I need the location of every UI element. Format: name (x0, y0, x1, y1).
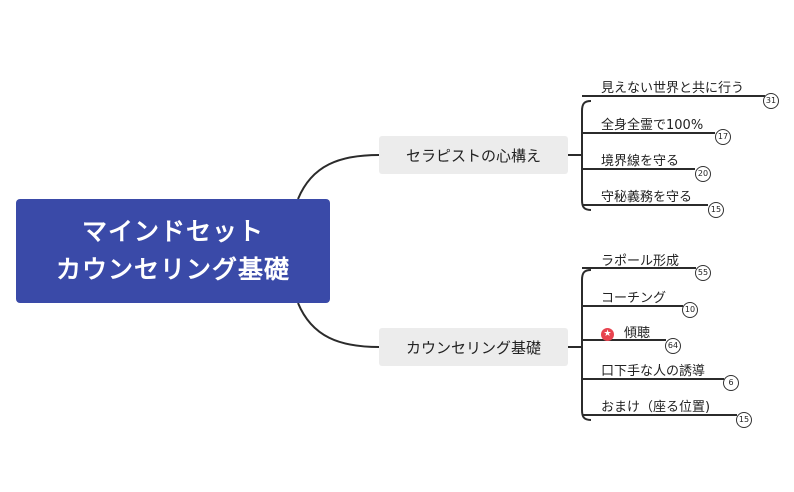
leaf-node[interactable]: ラポール形成 (601, 250, 679, 269)
connector-root-branch2 (297, 302, 380, 348)
leaf-node[interactable]: ★ 傾聴 (601, 322, 650, 341)
leaf-label: 傾聴 (624, 326, 651, 341)
count-badge: 10 (682, 302, 698, 318)
root-node[interactable]: マインドセット カウンセリング基礎 (16, 199, 330, 303)
leaf-label: おまけ（座る位置) (601, 400, 711, 415)
leaf-node[interactable]: おまけ（座る位置) (601, 396, 710, 415)
count-badge: 20 (695, 166, 711, 182)
connector-root-branch1 (297, 154, 380, 200)
count-badge: 15 (708, 202, 724, 218)
count-badge: 64 (665, 338, 681, 354)
star-icon: ★ (601, 328, 614, 341)
branch-node-2[interactable]: カウンセリング基礎 (379, 328, 568, 366)
branch-label: セラピストの心構え (405, 146, 541, 165)
branch-node-1[interactable]: セラピストの心構え (379, 136, 568, 174)
bracket-2 (581, 269, 592, 421)
leaf-label: 口下手な人の誘導 (601, 364, 706, 379)
leaf-node[interactable]: 口下手な人の誘導 (601, 360, 705, 379)
leaf-node[interactable]: コーチング (601, 287, 666, 306)
leaf-node[interactable]: 見えない世界と共に行う (601, 77, 744, 96)
count-badge: 55 (695, 265, 711, 281)
bracket-1 (581, 100, 592, 211)
root-title-line2: カウンセリング基礎 (55, 255, 290, 284)
leaf-label: 見えない世界と共に行う (601, 81, 745, 96)
leaf-node[interactable]: 境界線を守る (601, 150, 679, 169)
root-title-line1: マインドセット (81, 217, 264, 246)
leaf-label: 境界線を守る (601, 154, 680, 169)
leaf-label: ラポール形成 (601, 254, 680, 269)
count-badge: 15 (736, 412, 752, 428)
leaf-node[interactable]: 守秘義務を守る (601, 186, 692, 205)
count-badge: 17 (715, 129, 731, 145)
leaf-node[interactable]: 全身全霊で100% (601, 114, 703, 133)
count-badge: 6 (723, 375, 739, 391)
leaf-label: コーチング (601, 291, 667, 306)
leaf-label: 守秘義務を守る (601, 190, 693, 205)
count-badge: 31 (763, 93, 779, 109)
branch-label: カウンセリング基礎 (405, 338, 541, 357)
leaf-label: 全身全霊で100% (601, 118, 704, 133)
